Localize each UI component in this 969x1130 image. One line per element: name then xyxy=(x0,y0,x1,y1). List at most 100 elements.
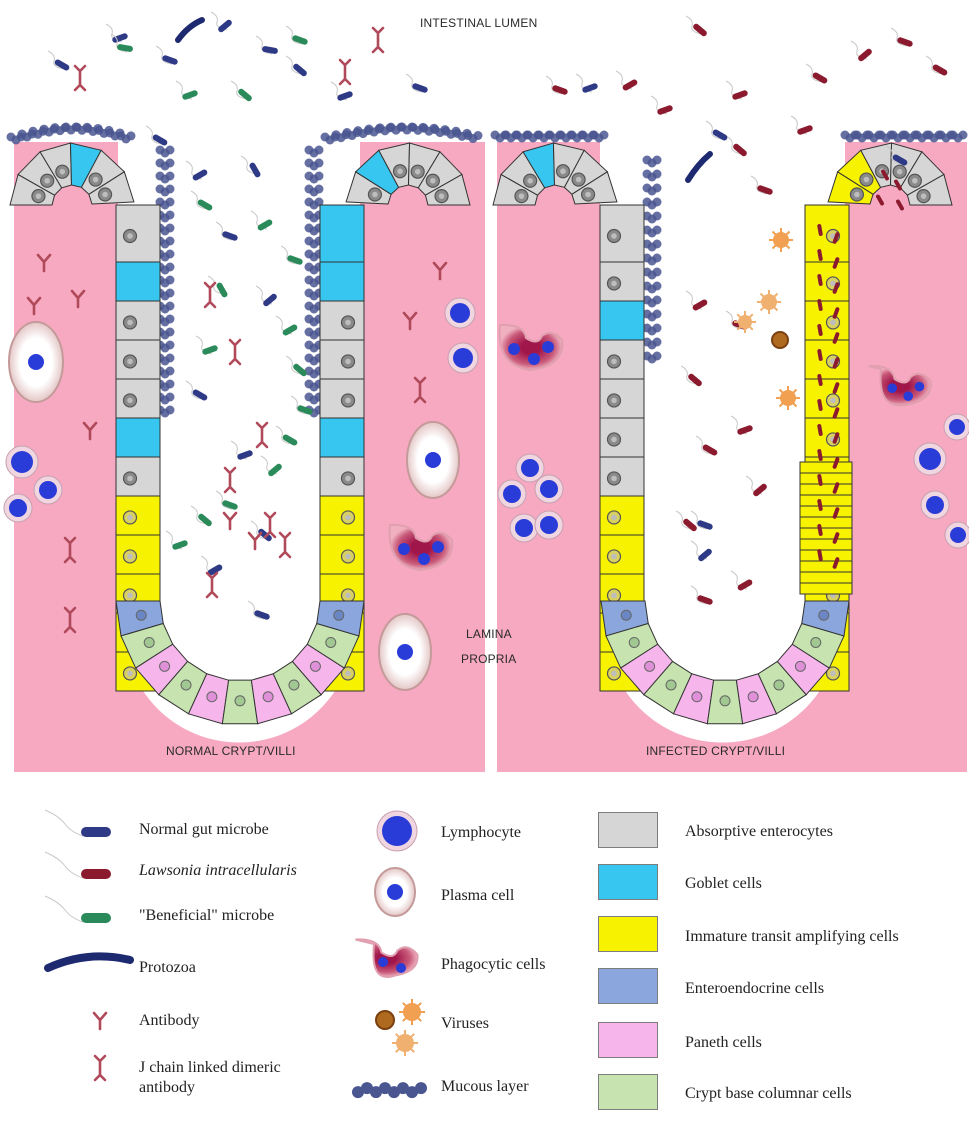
normal-left-cell xyxy=(115,339,161,380)
legend-cbc-cells: Crypt base columnar cells xyxy=(685,1085,852,1102)
mucus-blob xyxy=(165,392,175,402)
mucous-layer-icon xyxy=(397,1082,409,1095)
infected-left-cell xyxy=(599,300,645,341)
legend-phagocytic-cells: Phagocytic cells xyxy=(441,956,546,973)
crypt-nucleus xyxy=(143,636,155,648)
lawsonia-rod xyxy=(817,499,823,511)
mucus-blob xyxy=(652,183,662,193)
mucus-blob xyxy=(652,281,662,291)
normal-microbe xyxy=(237,450,253,460)
beneficial-microbe xyxy=(197,199,213,211)
lawsonia-microbe xyxy=(932,64,948,76)
mucus-blob xyxy=(314,145,324,155)
infected-left-upper-cell xyxy=(599,204,645,263)
legend-lawsonia: Lawsonia intracellularis xyxy=(139,862,297,879)
normal-microbe xyxy=(697,520,713,530)
crypt-nucleus xyxy=(665,679,677,691)
mucus-blob xyxy=(314,158,324,168)
mucus-blob xyxy=(652,169,662,179)
lawsonia-rod xyxy=(817,324,823,336)
legend-protozoa: Protozoa xyxy=(139,959,196,976)
mucous-layer xyxy=(6,122,968,418)
beneficial-microbe xyxy=(282,324,298,336)
crypt-nucleus xyxy=(159,660,171,672)
lawsonia-microbe xyxy=(858,48,872,62)
mucus-blob xyxy=(165,184,175,194)
lawsonia-rod xyxy=(817,399,823,411)
legend-icons xyxy=(44,809,427,1099)
protozoa-icon xyxy=(44,952,134,972)
phagocytic-cell xyxy=(868,364,932,407)
lawsonia-rod xyxy=(832,257,840,269)
mucus-blob xyxy=(473,131,483,141)
epithelial-cells xyxy=(9,142,953,725)
mucus-blob xyxy=(165,340,175,350)
mucus-blob xyxy=(652,239,662,249)
hyperplastic-cell xyxy=(799,571,853,584)
lumen-infected xyxy=(600,140,845,743)
mucous-layer-icon xyxy=(352,1086,364,1099)
swatch-absorptive-enterocytes xyxy=(598,812,658,848)
crypt-nucleus xyxy=(644,660,656,672)
lawsonia-rod xyxy=(832,407,840,419)
lawsonia-microbe xyxy=(812,72,828,84)
crypt-nucleus xyxy=(309,660,321,672)
lawsonia-rod xyxy=(876,194,884,206)
mucus-blob xyxy=(165,301,175,311)
legend-absorptive-enterocytes: Absorptive enterocytes xyxy=(685,823,833,840)
lumen-normal xyxy=(118,140,360,743)
crypt-nucleus xyxy=(135,609,147,621)
mucous-layer-icon xyxy=(379,1082,391,1095)
lawsonia-microbe xyxy=(732,90,748,100)
swatch-transit-cells xyxy=(598,916,658,952)
normal-microbe xyxy=(207,564,223,576)
hyperplastic-cell xyxy=(799,483,853,496)
lawsonia-rod xyxy=(817,274,823,286)
beneficial-microbe xyxy=(287,255,303,265)
normal-left-cell xyxy=(115,417,161,458)
lamina-label-line1: LAMINA xyxy=(466,627,512,641)
normal-microbe xyxy=(712,129,728,141)
normal-microbe xyxy=(337,91,353,101)
mucus-blob xyxy=(165,262,175,272)
mucous-layer-icon xyxy=(415,1082,427,1095)
virus xyxy=(761,294,777,310)
hyperplastic-cell xyxy=(799,582,853,595)
normal-left-cell xyxy=(115,378,161,419)
lawsonia-rod xyxy=(817,374,823,386)
lawsonia-microbe xyxy=(657,105,673,115)
legend-normal-microbe: Normal gut microbe xyxy=(139,821,269,838)
normal-microbe xyxy=(192,389,208,401)
normal-microbe xyxy=(263,293,277,307)
hyperplastic-cell xyxy=(799,516,853,529)
crypt-nucleus xyxy=(180,679,192,691)
lawsonia-rod xyxy=(832,357,840,369)
virus xyxy=(738,315,752,329)
hyperplastic-cell xyxy=(799,472,853,485)
mucus-blob xyxy=(126,131,136,141)
hyperplastic-cell xyxy=(799,549,853,562)
mucus-blob xyxy=(652,253,662,263)
beneficial-microbe xyxy=(257,219,273,231)
hyperplastic-cell xyxy=(799,505,853,518)
mucus-blob xyxy=(165,327,175,337)
mucous-layer-icon xyxy=(406,1086,418,1099)
mucus-blob xyxy=(165,171,175,181)
mucous-layer-icon xyxy=(370,1086,382,1099)
beneficial-microbe xyxy=(268,463,282,477)
crypt-nucleus xyxy=(773,679,785,691)
lawsonia-rod xyxy=(832,307,840,319)
normal-crypt-label: NORMAL CRYPT/VILLI xyxy=(166,744,296,758)
normal-gut-microbe-icon xyxy=(81,827,111,837)
lawsonia-rod xyxy=(832,532,840,544)
immune-and-microbe-elements xyxy=(3,11,969,1056)
normal-right-cell xyxy=(319,417,365,458)
hyperplastic-cell xyxy=(799,494,853,507)
mucus-blob xyxy=(165,314,175,324)
lamina-label-line2: PROPRIA xyxy=(461,652,517,666)
mucus-blob xyxy=(652,295,662,305)
mucus-blob xyxy=(165,197,175,207)
mucus-blob xyxy=(165,379,175,389)
crypt-nucleus xyxy=(620,609,632,621)
virus-icon xyxy=(375,1010,395,1030)
